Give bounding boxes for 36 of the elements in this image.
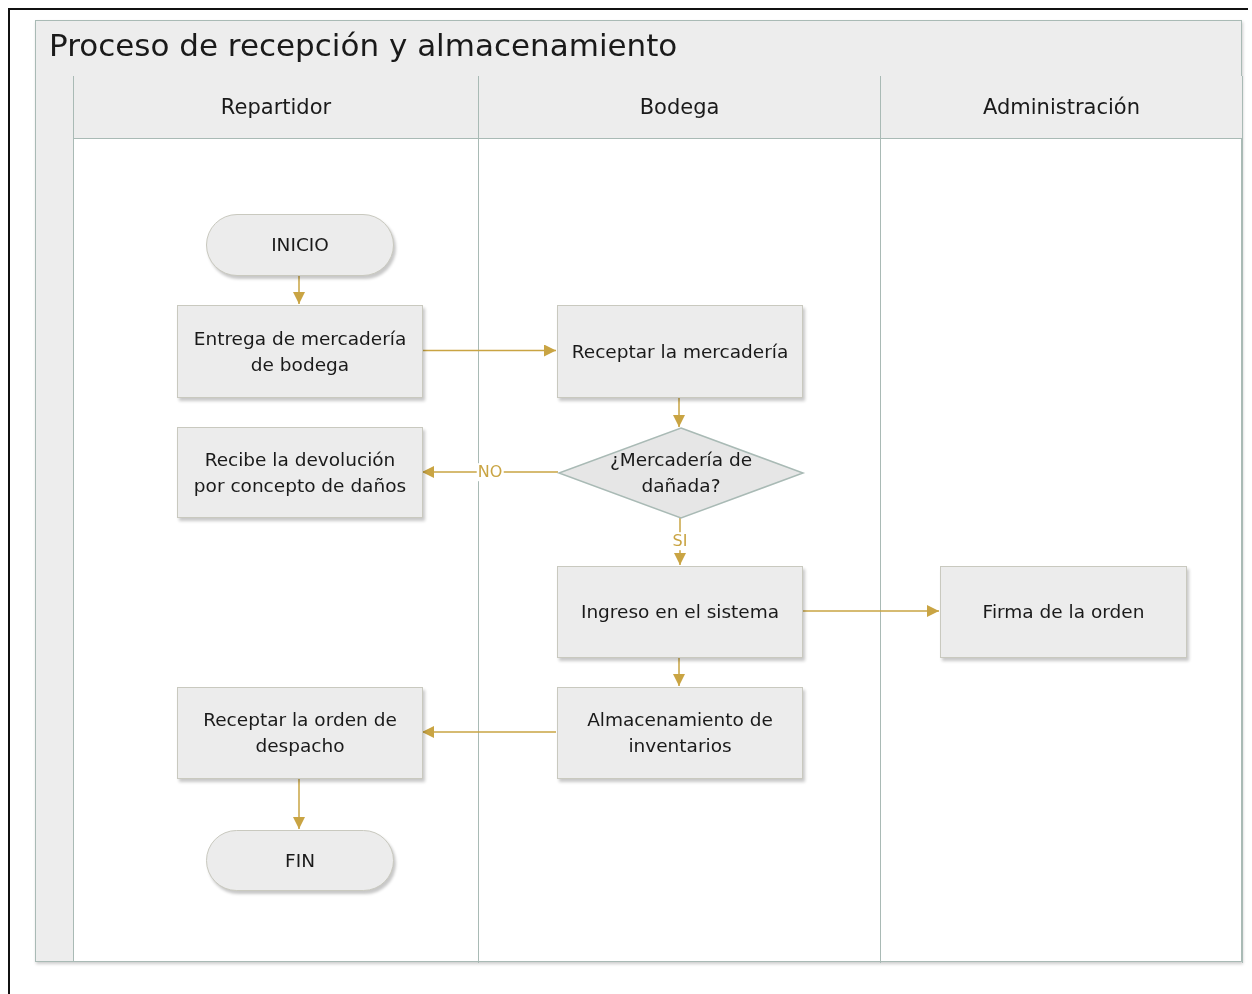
lane-title: Administración — [983, 95, 1140, 119]
arrow — [801, 605, 940, 617]
swimlane — [881, 76, 1243, 963]
lane-title: Repartidor — [220, 95, 332, 119]
lane-title: Bodega — [639, 95, 720, 119]
process-box — [557, 566, 803, 658]
edge-label: SI — [671, 532, 689, 550]
arrow — [293, 274, 305, 305]
terminal-box — [206, 214, 394, 276]
node-text: Recibe la devolución por concepto de daños — [192, 447, 408, 498]
process-box — [557, 305, 803, 398]
process-box — [940, 566, 1187, 658]
swimlane — [74, 76, 479, 963]
node-text: Receptar la orden de despacho — [202, 708, 398, 758]
process-box — [177, 427, 423, 518]
terminal-box — [206, 830, 394, 891]
diagram-title: Proceso de recepción y almacenamiento — [49, 27, 678, 63]
process-box — [177, 687, 423, 779]
node-text: FIN — [285, 848, 315, 873]
node-text: Receptar la mercadería — [571, 339, 789, 364]
node-text: Entrega de mercadería de bodega — [192, 326, 408, 377]
node-text: INICIO — [271, 233, 329, 258]
arrow — [673, 656, 685, 687]
process-box — [557, 687, 803, 779]
decision-diamond — [559, 428, 803, 518]
arrow — [673, 396, 685, 428]
arrow — [421, 726, 557, 738]
arrow — [293, 777, 305, 830]
node-text: ¿Mercadería de dañada? — [608, 448, 754, 498]
process-box — [177, 305, 423, 398]
node-text: Ingreso en el sistema — [580, 600, 780, 625]
edge-label: NO — [476, 463, 504, 481]
swimlane — [479, 76, 881, 963]
node-text: Almacenamiento de inventarios — [586, 708, 774, 758]
arrow — [421, 344, 557, 357]
node-text: Firma de la orden — [982, 600, 1145, 625]
